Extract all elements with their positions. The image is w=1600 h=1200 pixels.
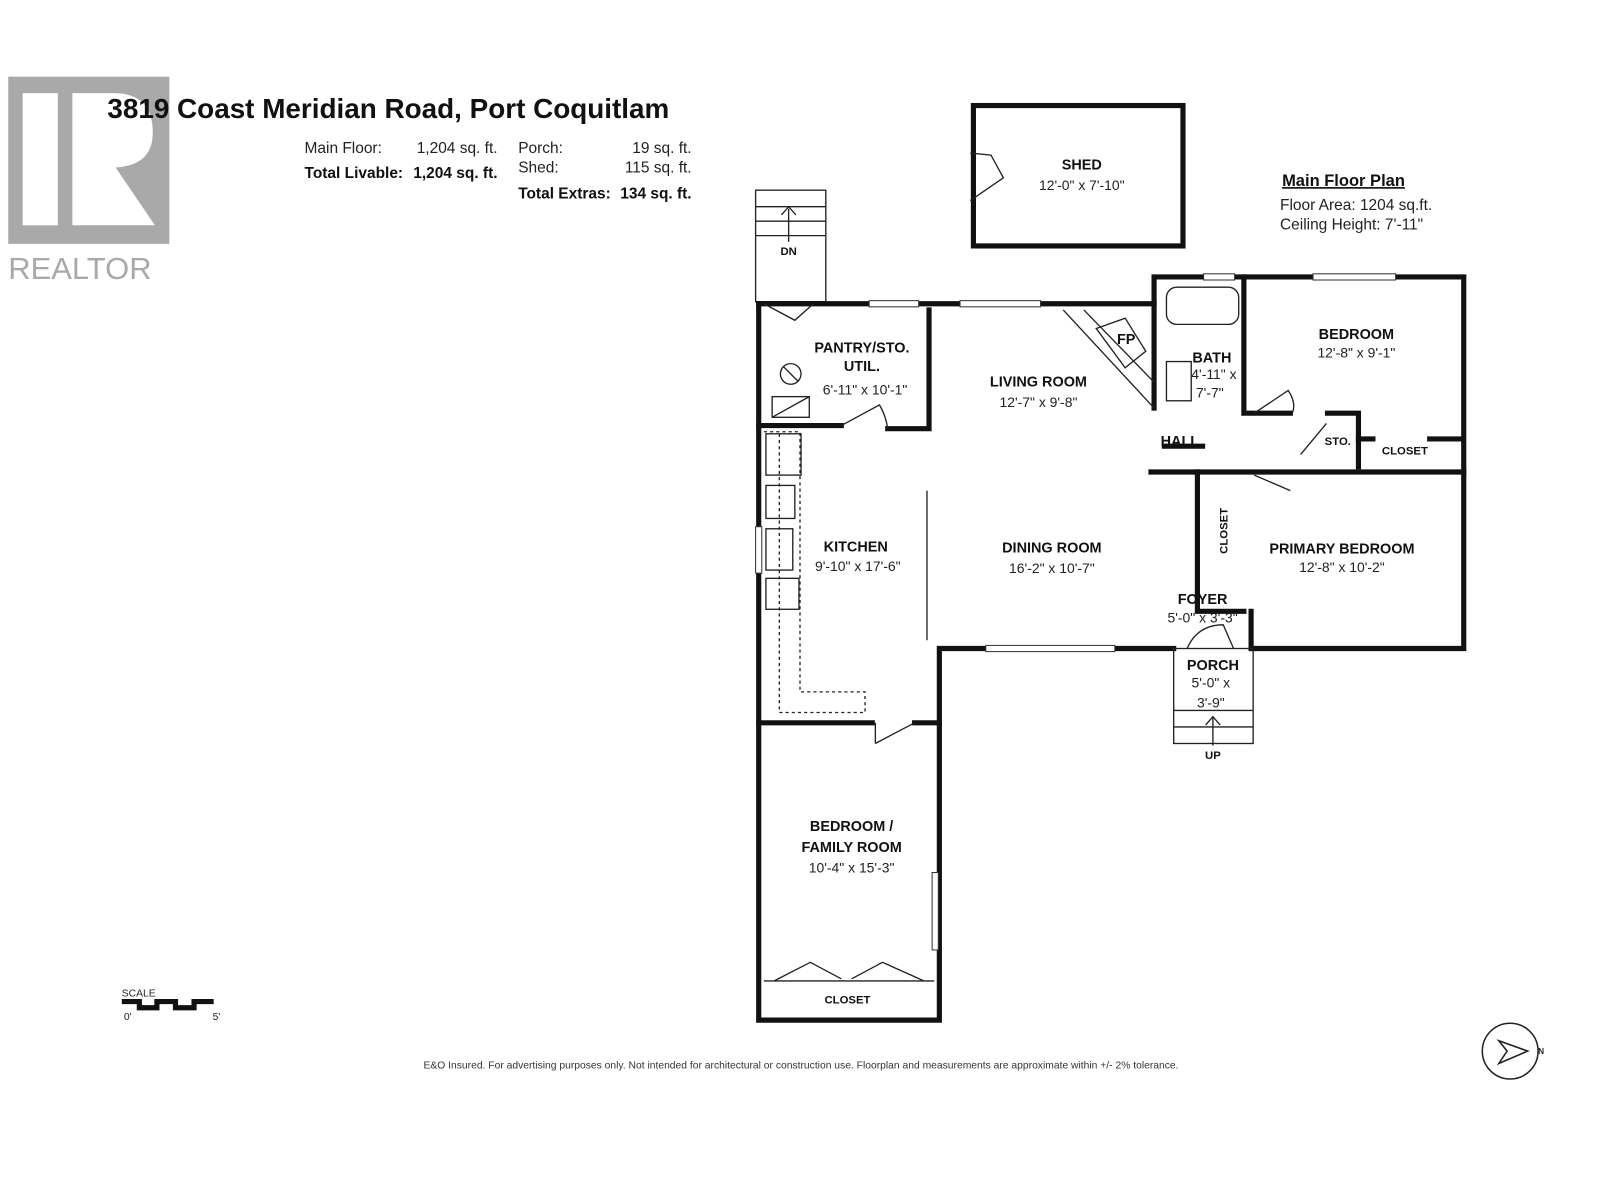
svg-text:CLOSET: CLOSET <box>1382 445 1428 457</box>
svg-text:12'-7" x 9'-8": 12'-7" x 9'-8" <box>1000 394 1078 410</box>
svg-text:CLOSET: CLOSET <box>824 995 870 1007</box>
svg-text:3'-9": 3'-9" <box>1197 694 1225 710</box>
svg-text:9'-10" x 17'-6": 9'-10" x 17'-6" <box>815 558 901 574</box>
svg-text:5'-0" x 3'-3": 5'-0" x 3'-3" <box>1168 610 1238 626</box>
bath-label: BATH <box>1192 351 1231 367</box>
realtor-logo: REALTOR <box>8 76 170 286</box>
total-livable-value: 1,204 sq. ft. <box>413 165 497 182</box>
svg-text:SCALE: SCALE <box>122 988 156 999</box>
plan-title: Main Floor Plan <box>1282 172 1405 190</box>
svg-text:12'-8" x 10'-2": 12'-8" x 10'-2" <box>1299 559 1385 575</box>
svg-text:4'-11" x: 4'-11" x <box>1191 366 1236 382</box>
floor-area: Floor Area: 1204 sq.ft. <box>1280 197 1432 214</box>
svg-text:7'-7": 7'-7" <box>1196 385 1224 401</box>
main-floor-value: 1,204 sq. ft. <box>417 140 498 157</box>
svg-text:5'-0" x: 5'-0" x <box>1192 675 1231 691</box>
shed-area-value: 115 sq. ft. <box>625 160 692 177</box>
kitchen-label: KITCHEN <box>824 539 888 555</box>
svg-text:10'-4" x 15'-3": 10'-4" x 15'-3" <box>809 860 895 876</box>
svg-text:UP: UP <box>1205 750 1221 762</box>
svg-text:FP: FP <box>1117 332 1136 348</box>
hall-label: HALL <box>1161 434 1200 450</box>
svg-text:5': 5' <box>213 1012 221 1023</box>
foyer-label: FOYER <box>1178 592 1228 608</box>
svg-text:16'-2" x 10'-7": 16'-2" x 10'-7" <box>1009 560 1095 576</box>
bedroom-label: BEDROOM <box>1319 327 1394 343</box>
svg-text:DN: DN <box>780 246 796 258</box>
walls <box>755 273 1467 1023</box>
primary-bedroom-label: PRIMARY BEDROOM <box>1269 542 1414 558</box>
dining-room-label: DINING ROOM <box>1002 541 1101 557</box>
ceiling-height: Ceiling Height: 7'-11" <box>1280 216 1423 233</box>
disclaimer: E&O Insured. For advertising purposes on… <box>424 1061 1179 1072</box>
shed-area-label: Shed: <box>518 160 558 177</box>
svg-text:STO.: STO. <box>1325 436 1351 448</box>
svg-text:UTIL.: UTIL. <box>844 359 880 375</box>
living-room-label: LIVING ROOM <box>990 374 1087 390</box>
pantry-label: PANTRY/STO. <box>814 340 909 356</box>
svg-text:N: N <box>1538 1047 1544 1056</box>
main-floor-label: Main Floor: <box>305 140 382 157</box>
total-extras-value: 134 sq. ft. <box>620 185 691 202</box>
svg-text:FAMILY ROOM: FAMILY ROOM <box>801 840 901 856</box>
shed: SHED 12'-0" x 7'-10" <box>969 102 1186 249</box>
north-compass-icon: N <box>1481 1022 1544 1080</box>
svg-text:0': 0' <box>124 1012 132 1023</box>
scale-bar: SCALE 0' 5' <box>122 988 221 1023</box>
svg-text:SHED: SHED <box>1062 158 1102 174</box>
total-extras-label: Total Extras: <box>518 185 611 202</box>
total-livable-label: Total Livable: <box>305 165 404 182</box>
svg-text:CLOSET: CLOSET <box>1218 508 1230 554</box>
stairs-down: DN <box>754 189 827 303</box>
address-title: 3819 Coast Meridian Road, Port Coquitlam <box>107 93 669 124</box>
room-labels: PANTRY/STO. UTIL. 6'-11" x 10'-1" LIVING… <box>801 327 1428 1007</box>
porch-label: PORCH <box>1187 658 1239 674</box>
porch-stairs: UP <box>1173 647 1254 762</box>
svg-text:12'-8" x 9'-1": 12'-8" x 9'-1" <box>1317 344 1395 360</box>
svg-text:6'-11" x 10'-1": 6'-11" x 10'-1" <box>823 382 908 398</box>
porch-area-label: Porch: <box>518 140 563 157</box>
svg-text:12'-0" x 7'-10": 12'-0" x 7'-10" <box>1039 177 1125 193</box>
svg-text:REALTOR: REALTOR <box>8 251 151 286</box>
porch-area-value: 19 sq. ft. <box>632 140 691 157</box>
family-room-label: BEDROOM / <box>810 819 893 835</box>
